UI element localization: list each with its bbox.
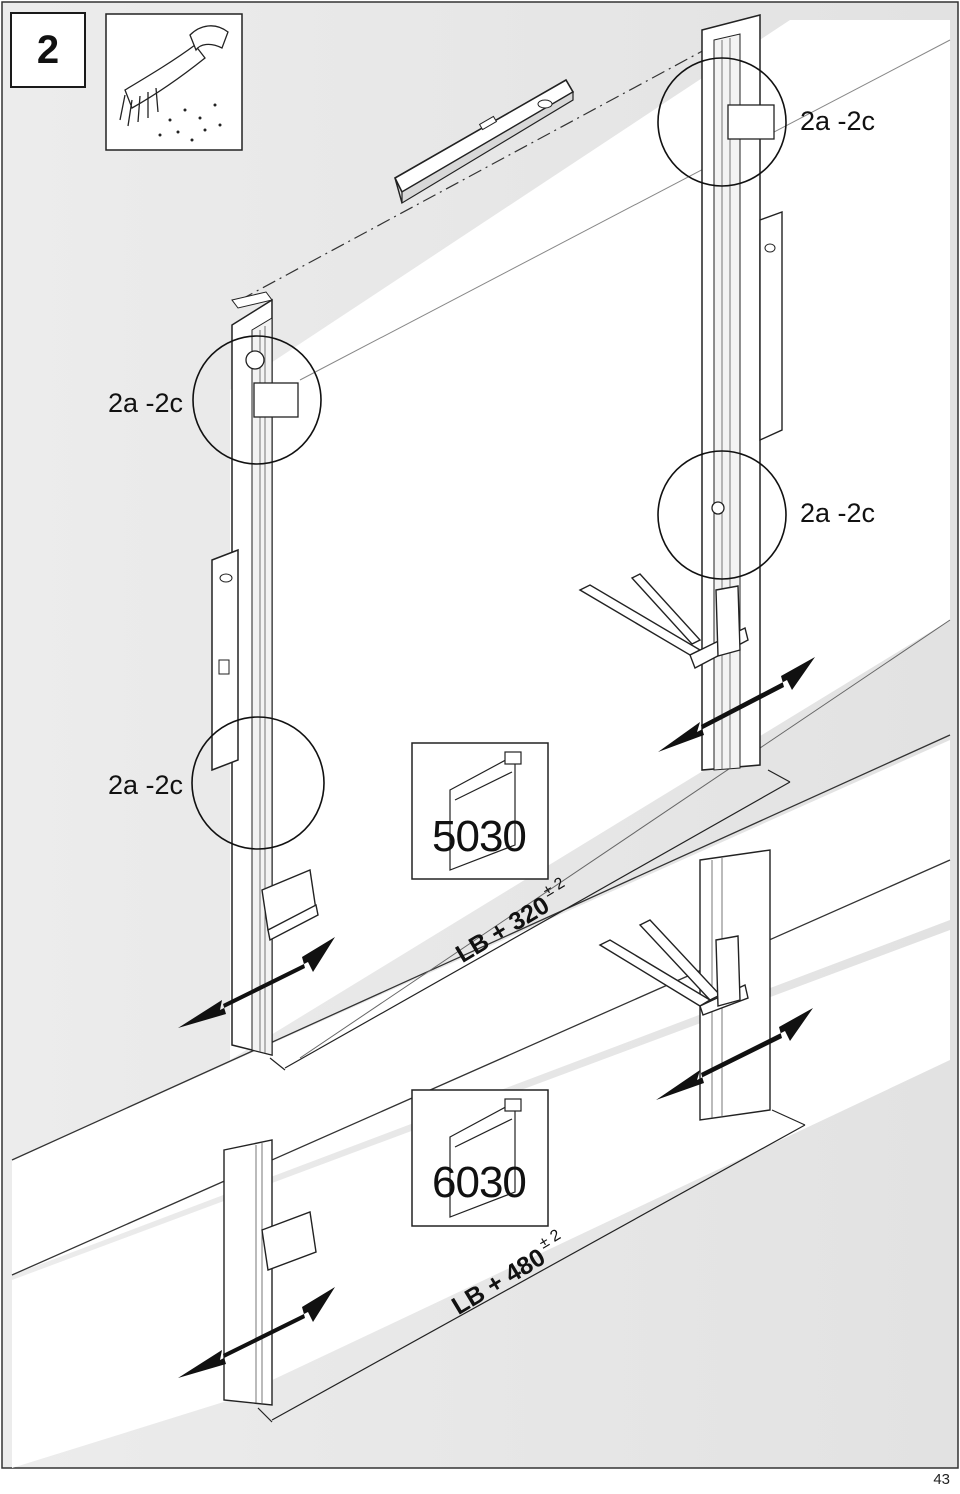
page-number: 43 — [933, 1471, 950, 1488]
level-line — [239, 19, 761, 301]
dimension-lines — [257, 769, 806, 1423]
model-number-6030: 6030 — [432, 1158, 527, 1207]
brush-cleaning-icon — [119, 25, 229, 142]
left-frame-post — [231, 291, 273, 1056]
spirit-level-icon — [393, 78, 575, 205]
spirit-level-icon — [211, 548, 239, 772]
model-number-5030: 5030 — [432, 812, 527, 861]
detail-ref-left-upper: 2a -2c — [108, 388, 184, 418]
detail-ref-left-lower: 2a -2c — [108, 770, 184, 800]
clamp-icon — [261, 573, 749, 1271]
window-icon — [449, 751, 522, 871]
detail-circles — [191, 57, 787, 850]
detail-ref-top-right: 2a -2c — [800, 106, 876, 136]
model-5030-box — [411, 742, 549, 880]
right-frame-post — [701, 14, 783, 771]
left-frame-post-lower — [223, 1139, 273, 1406]
arrow-double-icon — [178, 657, 815, 1378]
window-icon — [449, 1098, 522, 1218]
step-number: 2 — [10, 12, 86, 88]
model-6030-box — [411, 1089, 549, 1227]
detail-ref-right-middle: 2a -2c — [800, 498, 876, 528]
